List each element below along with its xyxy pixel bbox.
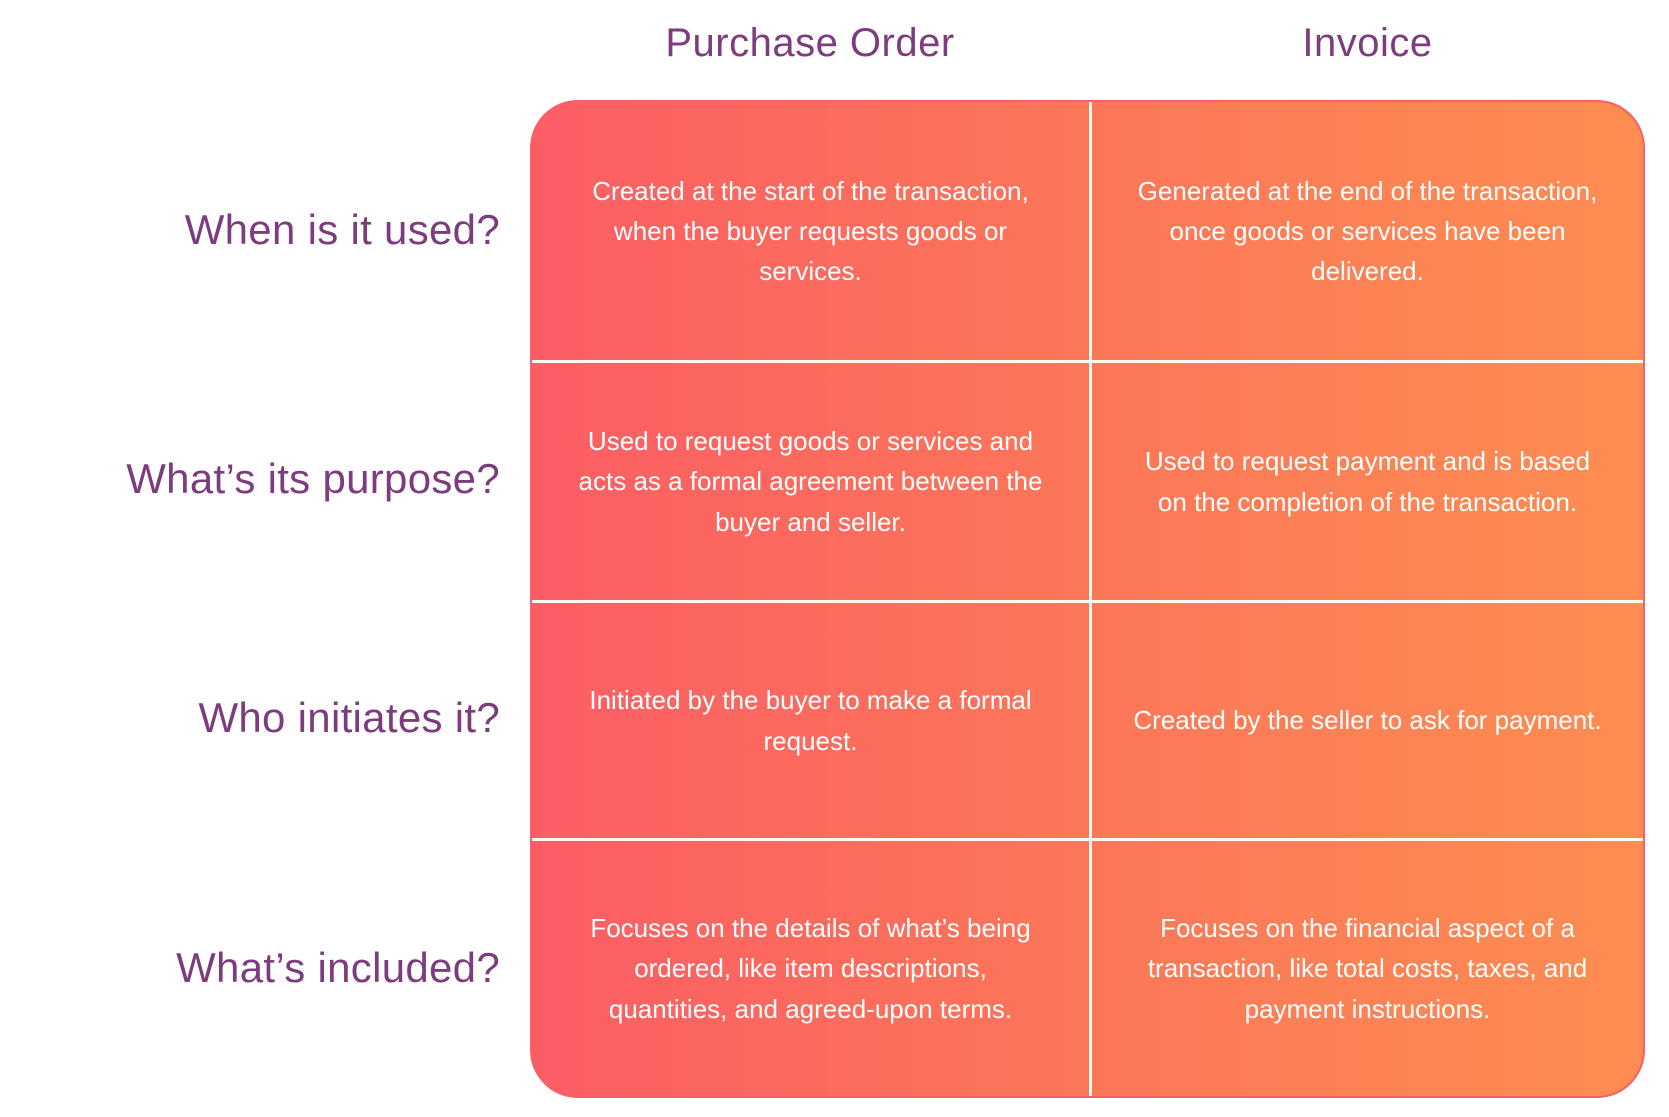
cell-purpose-invoice: Used to request payment and is based on … (1092, 363, 1643, 600)
row-label-when-is-it-used: When is it used? (184, 205, 500, 253)
cell-included-invoice: Focuses on the financial aspect of a tra… (1092, 841, 1643, 1096)
cell-text: Initiated by the buyer to make a formal … (589, 685, 1032, 756)
cell-text: Generated at the end of the transaction,… (1137, 175, 1598, 287)
row-label-whats-its-purpose: What’s its purpose? (126, 455, 500, 502)
comparison-table-card: Created at the start of the transaction,… (530, 100, 1645, 1098)
cell-text: Focuses on the details of what’s being o… (590, 913, 1031, 1024)
cell-text: Used to request payment and is based on … (1144, 446, 1591, 517)
column-header-invoice: Invoice (1302, 20, 1433, 65)
row-label-who-initiates-it: Who initiates it? (198, 694, 500, 741)
cell-included-purchase-order: Focuses on the details of what’s being o… (532, 841, 1089, 1096)
row-label-whats-included: What’s included? (176, 943, 500, 991)
cell-initiates-purchase-order: Initiated by the buyer to make a formal … (532, 603, 1089, 838)
cell-initiates-invoice: Created by the seller to ask for payment… (1092, 603, 1643, 838)
cell-text: Focuses on the financial aspect of a tra… (1147, 913, 1588, 1024)
cell-when-used-purchase-order: Created at the start of the transaction,… (532, 102, 1089, 360)
row-divider-2 (532, 600, 1643, 603)
cell-when-used-invoice: Generated at the end of the transaction,… (1092, 102, 1643, 360)
row-divider-1 (532, 360, 1643, 363)
column-header-purchase-order: Purchase Order (665, 20, 955, 65)
row-divider-3 (532, 838, 1643, 841)
column-divider (1089, 102, 1092, 1096)
cell-text: Used to request goods or services and ac… (578, 426, 1043, 537)
cell-purpose-purchase-order: Used to request goods or services and ac… (532, 363, 1089, 600)
cell-text: Created at the start of the transaction,… (592, 175, 1029, 287)
cell-text: Created by the seller to ask for payment… (1133, 705, 1602, 736)
